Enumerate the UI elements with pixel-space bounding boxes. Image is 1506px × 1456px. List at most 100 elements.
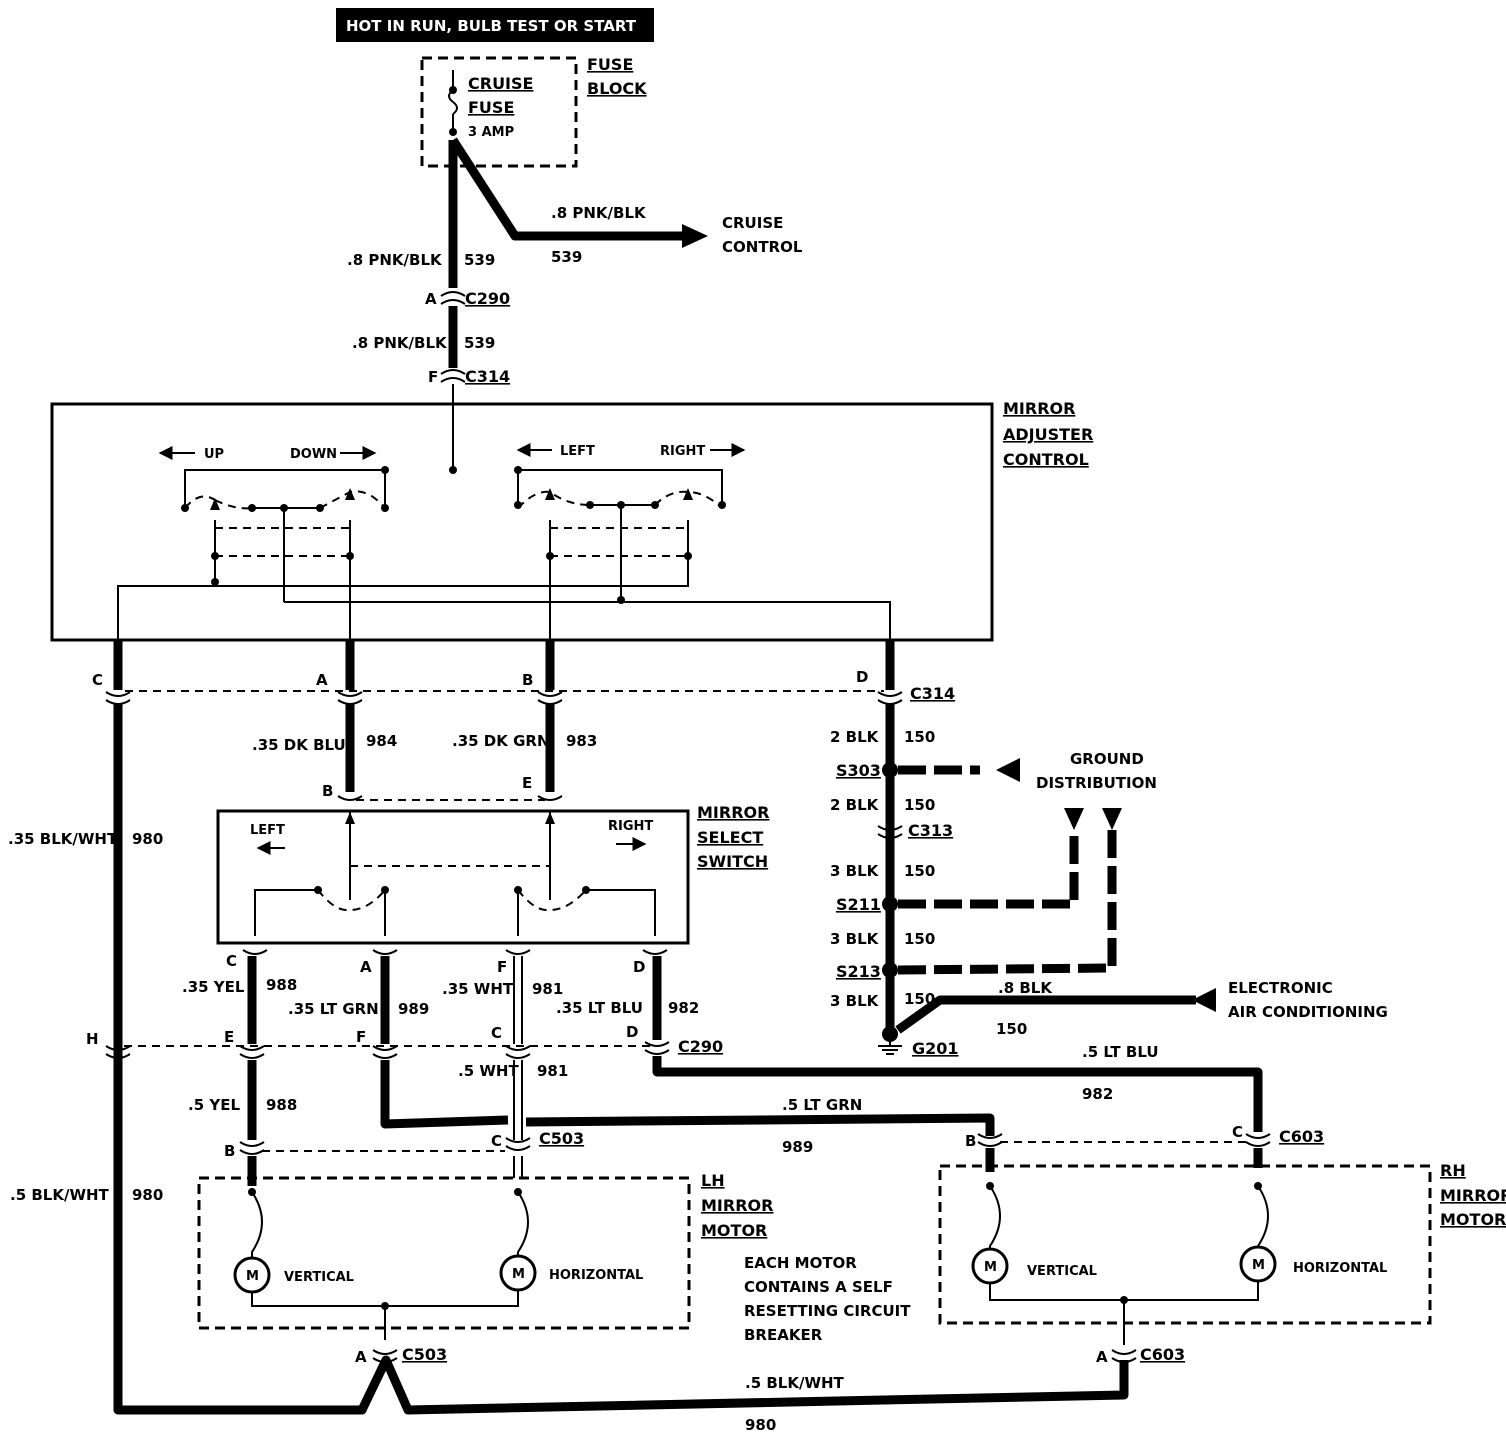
pin-c: C	[226, 952, 237, 970]
wire-989-lower	[380, 1060, 509, 1129]
pin-b: B	[224, 1142, 235, 1160]
pin-h: H	[86, 1030, 99, 1048]
lh-mirror-motor-box	[197, 1176, 691, 1330]
ground-symbol-icon	[878, 1040, 902, 1055]
connector-c290-row	[105, 1041, 670, 1059]
connector-c290-top	[440, 291, 466, 305]
fuse-name-line1: CRUISE	[468, 74, 533, 93]
wire-ltblu-5-label: .5 LT BLU	[1082, 1043, 1159, 1061]
feed-circuit-label-1: 539	[464, 251, 495, 269]
pin-a: A	[316, 671, 328, 689]
select-label-line2: SELECT	[697, 828, 763, 847]
adjuster-contacts	[181, 501, 726, 512]
wire-blk-wht-35-label: .35 BLK/WHT	[8, 830, 118, 848]
power-banner	[336, 8, 654, 42]
c290-label-top: C290	[465, 289, 510, 308]
adjuster-label-line1: MIRROR	[1003, 399, 1075, 418]
select-right-label: RIGHT	[608, 819, 653, 834]
c314-label-row: C314	[910, 684, 955, 703]
wire-blk-wht-5-label: .5 BLK/WHT	[10, 1186, 110, 1204]
cruise-wire	[449, 137, 690, 241]
eac-circuit-label: 150	[996, 1020, 1027, 1038]
wire-980	[113, 704, 1129, 1415]
wire-dk-blu-label: .35 DK BLU	[252, 736, 346, 754]
wire-981-label: 981	[532, 980, 563, 998]
rh-vertical-m: M	[984, 1260, 997, 1275]
ground-g201: G201	[912, 1039, 959, 1058]
c603-label-lower: C603	[1140, 1345, 1185, 1364]
mirror-select-box	[216, 809, 690, 945]
pin-d: D	[626, 1023, 638, 1041]
c290-label-row: C290	[678, 1037, 723, 1056]
c503-label-upper: C503	[539, 1129, 584, 1148]
wire-ltgrn-35-label: .35 LT GRN	[288, 1000, 379, 1018]
ground-150-label-1: 150	[904, 728, 935, 746]
pin-b: B	[322, 782, 333, 800]
connector-c314-top	[440, 369, 466, 383]
eac-arrow-icon	[1192, 988, 1216, 1012]
ground-dist-line2: DISTRIBUTION	[1036, 774, 1157, 792]
lh-horizontal-label: HORIZONTAL	[549, 1268, 643, 1283]
adjuster-down-label: DOWN	[290, 447, 337, 462]
pin-b: B	[522, 671, 533, 689]
ground-150-label-2: 150	[904, 796, 935, 814]
lh-vertical-label: VERTICAL	[284, 1270, 354, 1285]
pin-c: C	[1232, 1123, 1243, 1141]
ground-2blk-label-2: 2 BLK	[830, 796, 880, 814]
adjuster-up-label: UP	[204, 447, 224, 462]
wire-981-label-2: 981	[537, 1062, 568, 1080]
adjuster-label-line3: CONTROL	[1003, 450, 1089, 469]
adjuster-left-label: LEFT	[560, 444, 595, 459]
fuse-terminal	[449, 128, 457, 136]
wire-blk-wht-5-bottom-label: .5 BLK/WHT	[745, 1374, 845, 1392]
wire-983-label: 983	[566, 732, 597, 750]
rh-label-line1: RH	[1440, 1161, 1466, 1180]
fuse-block-label-line2: BLOCK	[587, 79, 647, 98]
select-output-pins	[242, 949, 668, 955]
pin-c: C	[491, 1024, 502, 1042]
splice-s303: S303	[836, 761, 881, 780]
select-label-line1: MIRROR	[697, 803, 769, 822]
fuse-block-label-line1: FUSE	[587, 55, 633, 74]
ground-dist-line1: GROUND	[1070, 750, 1144, 768]
select-label-line3: SWITCH	[697, 852, 768, 871]
ground-arrow-icon	[1102, 808, 1122, 830]
power-label: HOT IN RUN, BULB TEST OR START	[346, 17, 637, 35]
lh-label-line2: MIRROR	[701, 1196, 773, 1215]
lh-vertical-m: M	[246, 1269, 259, 1284]
c503-label-lower: C503	[402, 1345, 447, 1364]
feed-circuit-label-2: 539	[464, 334, 495, 352]
splice-s213: S213	[836, 962, 881, 981]
pin-a: A	[425, 290, 437, 308]
motor-note-line1: EACH MOTOR	[744, 1254, 857, 1272]
wire-980-circuit-label-2: 980	[132, 1186, 163, 1204]
splice-s211: S211	[836, 895, 881, 914]
rh-label-line3: MOTOR	[1440, 1210, 1506, 1229]
pin-f: F	[497, 958, 507, 976]
ground-150-label-3: 150	[904, 862, 935, 880]
wire-988-label-2: 988	[266, 1096, 297, 1114]
c603-label-upper: C603	[1279, 1127, 1324, 1146]
select-left-label: LEFT	[250, 823, 285, 838]
motor-note-line4: BREAKER	[744, 1326, 823, 1344]
pin-f: F	[428, 368, 438, 386]
eac-label-line2: AIR CONDITIONING	[1228, 1003, 1388, 1021]
wire-984-label: 984	[366, 732, 397, 750]
c313-label: C313	[908, 821, 953, 840]
wire-ltgrn-5-label: .5 LT GRN	[782, 1096, 862, 1114]
wire-988-label: 988	[266, 976, 297, 994]
adjuster-right-label: RIGHT	[660, 444, 705, 459]
pin-c: C	[491, 1132, 502, 1150]
feed-wire-label-1: .8 PNK/BLK	[347, 251, 443, 269]
pin-b: B	[965, 1132, 976, 1150]
pin-c: C	[92, 671, 103, 689]
cruise-dest-line2: CONTROL	[722, 238, 803, 256]
rh-horizontal-m: M	[1252, 1258, 1265, 1273]
mirror-adjuster-box	[50, 402, 994, 642]
lh-label-line3: MOTOR	[701, 1221, 767, 1240]
fuse-rating: 3 AMP	[468, 125, 514, 140]
ground-3blk-label-1: 3 BLK	[830, 862, 880, 880]
fuse-block-box	[420, 56, 578, 168]
c314-label-top: C314	[465, 367, 510, 386]
